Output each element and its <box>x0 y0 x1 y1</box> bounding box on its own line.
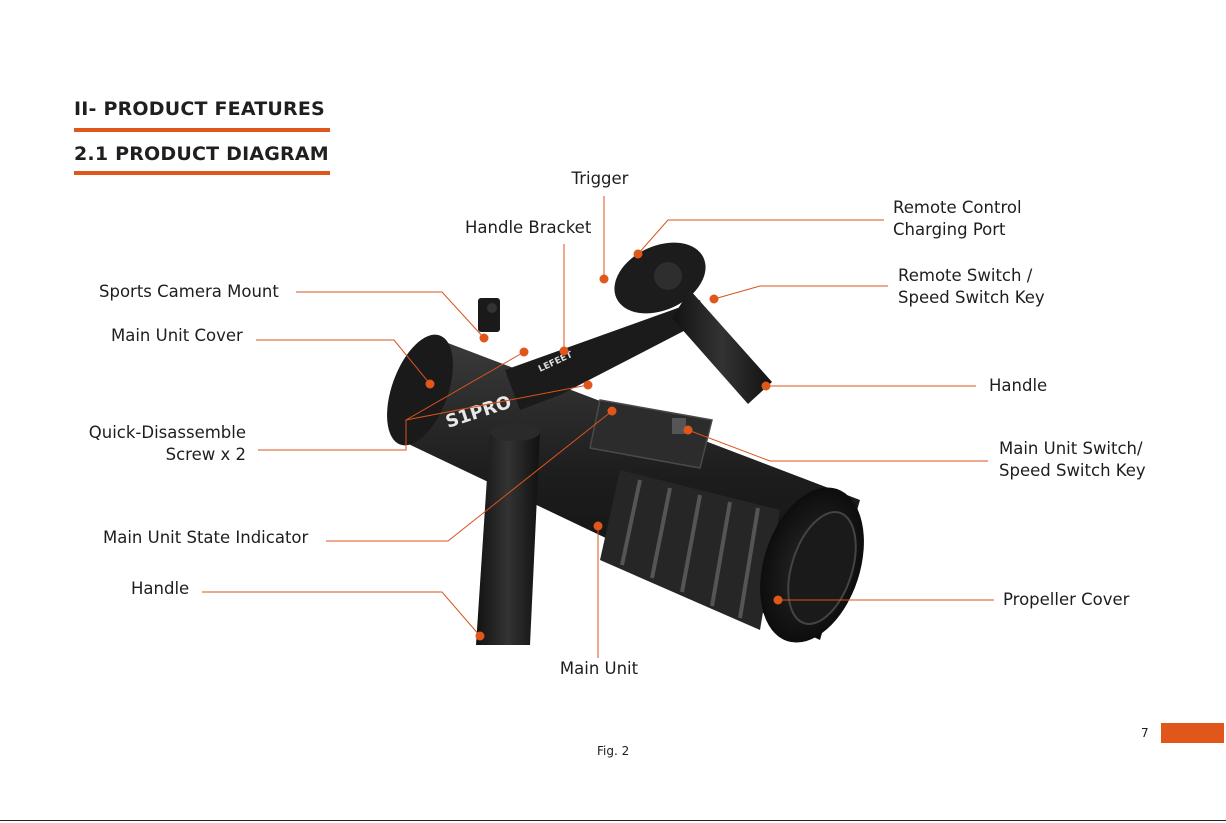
label-handle-bracket: Handle Bracket <box>465 218 592 237</box>
leader-camera-mount <box>296 291 485 339</box>
dot-charging-port <box>633 249 643 259</box>
leader-lines <box>202 196 994 658</box>
propeller-cage <box>600 470 780 630</box>
leader-screw-b <box>405 384 589 421</box>
dot-trigger <box>599 274 609 284</box>
dot-state-indicator <box>607 406 617 416</box>
figure-caption: Fig. 2 <box>597 744 630 758</box>
leader-screw-a <box>258 351 525 451</box>
label-sports-camera-mount: Sports Camera Mount <box>99 282 279 301</box>
label-remote-control-charging-port-line1: Remote Control <box>893 198 1022 217</box>
label-remote-switch-line2: Speed Switch Key <box>898 288 1045 307</box>
label-remote-switch-line1: Remote Switch / <box>898 266 1033 285</box>
remote-handle <box>614 242 772 404</box>
dot-handle-right <box>761 381 771 391</box>
label-main-unit-cover: Main Unit Cover <box>111 326 243 345</box>
label-quick-disassemble-line2: Screw x 2 <box>165 445 246 464</box>
leader-main-switch <box>687 429 988 462</box>
dot-handle-left <box>475 631 485 641</box>
leader-charging-port <box>637 219 884 255</box>
dot-screw-b <box>583 380 593 390</box>
label-propeller-cover: Propeller Cover <box>1003 590 1130 609</box>
label-remote-control-charging-port-line2: Charging Port <box>893 220 1006 239</box>
label-main-unit-state-indicator: Main Unit State Indicator <box>103 528 309 547</box>
dot-remote-switch <box>709 294 719 304</box>
leader-handle-left <box>202 591 481 637</box>
label-handle-left: Handle <box>131 579 190 598</box>
leader-state-indicator <box>326 410 613 542</box>
dot-main-unit <box>593 521 603 531</box>
dot-propeller-cover <box>773 595 783 605</box>
page-tab-accent <box>1161 723 1224 743</box>
label-main-unit: Main Unit <box>559 659 639 678</box>
main-unit-body: S1PRO <box>387 334 864 643</box>
section-subheading: 2.1 PRODUCT DIAGRAM <box>74 143 329 165</box>
label-handle-right: Handle <box>989 376 1048 395</box>
dot-main-unit-cover <box>425 379 435 389</box>
leader-remote-switch <box>713 285 888 300</box>
leader-main-unit-cover <box>256 339 431 385</box>
dot-screw-a <box>519 347 529 357</box>
section-heading: II- PRODUCT FEATURES <box>74 98 325 120</box>
control-panel <box>589 399 713 469</box>
heading-underline <box>74 128 330 132</box>
sports-camera-mount <box>478 298 500 332</box>
label-trigger: Trigger <box>571 169 629 188</box>
dot-main-switch <box>683 425 693 435</box>
dot-handle-bracket <box>559 346 569 356</box>
label-main-unit-switch-line1: Main Unit Switch/ <box>999 439 1143 458</box>
callout-dots <box>425 249 783 641</box>
page-bottom-rule <box>0 820 1226 821</box>
left-handle-grip <box>476 423 540 645</box>
page-number: 7 <box>1141 726 1149 740</box>
label-main-unit-switch-line2: Speed Switch Key <box>999 461 1146 480</box>
dot-camera-mount <box>479 333 489 343</box>
label-quick-disassemble-line1: Quick-Disassemble <box>88 423 246 442</box>
subheading-underline <box>74 171 330 175</box>
